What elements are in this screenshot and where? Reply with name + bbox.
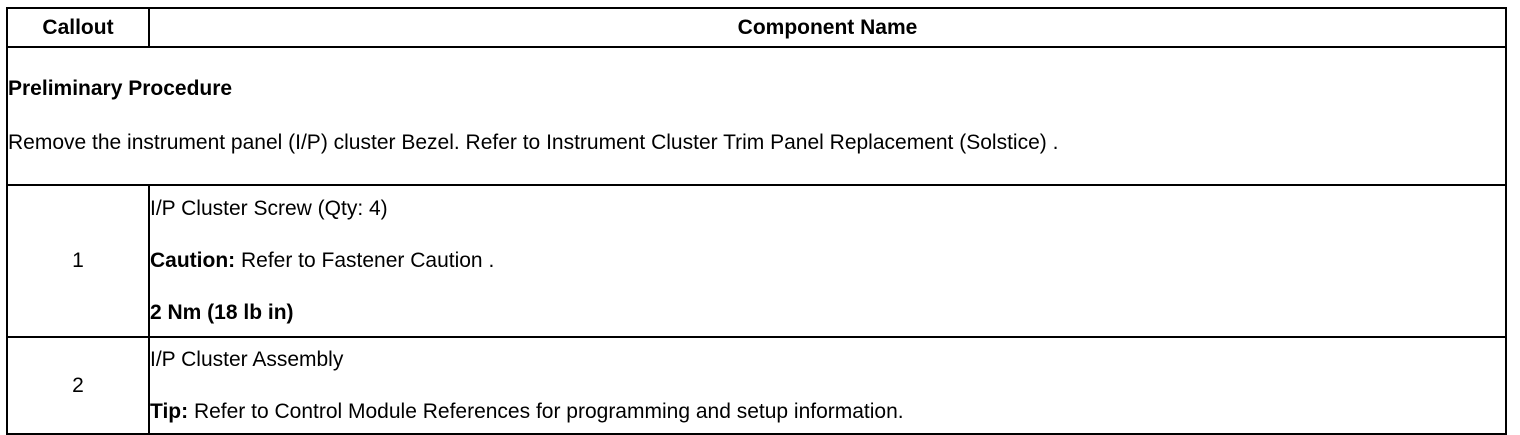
component-name: I/P Cluster Screw (Qty: 4) xyxy=(150,197,388,220)
component-name: I/P Cluster Assembly xyxy=(150,347,344,371)
tip-label: Tip: xyxy=(150,399,189,423)
spacer xyxy=(150,372,1505,400)
preliminary-row: Preliminary Procedure Remove the instrum… xyxy=(6,46,1507,186)
preliminary-title: Preliminary Procedure xyxy=(8,77,233,100)
tip-note: Tip: Refer to Control Module References … xyxy=(150,400,1505,424)
component-cell: I/P Cluster Screw (Qty: 4) Caution: Refe… xyxy=(148,184,1507,338)
caution-note: Caution: Refer to Fastener Caution . xyxy=(150,249,1505,273)
spacer xyxy=(8,101,1505,131)
spacer xyxy=(150,273,1505,301)
table-row: 2 I/P Cluster Assembly Tip: Refer to Con… xyxy=(6,336,1507,435)
component-cell: I/P Cluster Assembly Tip: Refer to Contr… xyxy=(148,336,1507,435)
header-row: Callout Component Name xyxy=(6,7,1507,48)
procedure-table: Callout Component Name Preliminary Proce… xyxy=(6,7,1507,435)
torque-spec: 2 Nm (18 lb in) xyxy=(150,301,294,324)
table-row: 1 I/P Cluster Screw (Qty: 4) Caution: Re… xyxy=(6,184,1507,338)
tip-text: Refer to Control Module References for p… xyxy=(188,399,904,423)
caution-text: Refer to Fastener Caution . xyxy=(235,249,495,272)
caution-label: Caution: xyxy=(150,249,236,272)
header-component-name: Component Name xyxy=(148,7,1507,48)
callout-cell: 1 xyxy=(6,184,150,338)
preliminary-cell: Preliminary Procedure Remove the instrum… xyxy=(6,46,1507,186)
spacer xyxy=(150,221,1505,249)
header-callout: Callout xyxy=(6,7,150,48)
callout-cell: 2 xyxy=(6,336,150,435)
preliminary-text: Remove the instrument panel (I/P) cluste… xyxy=(8,131,1059,154)
